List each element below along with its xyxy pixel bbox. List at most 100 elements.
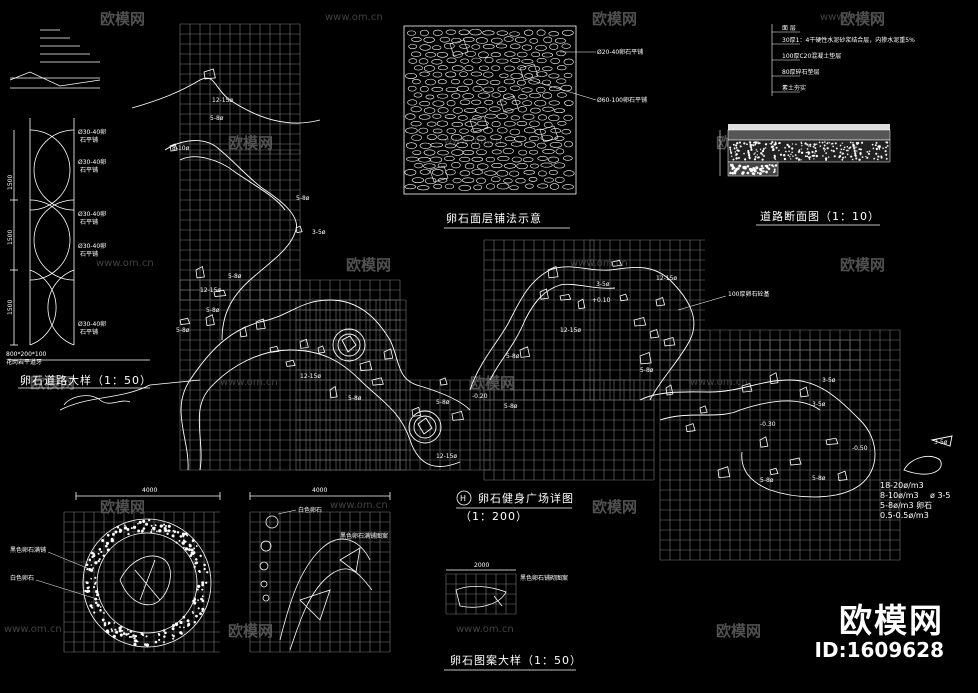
watermark-brand: 欧模网 xyxy=(228,134,273,152)
pebble-size-label: 5-8ø xyxy=(210,115,224,122)
plaza-circle-features xyxy=(332,328,442,444)
watermark-brand: 欧模网 xyxy=(592,10,637,28)
pebble-size-label: 3-5ø xyxy=(934,439,948,446)
dim-2000: 2000 xyxy=(474,562,489,569)
pebble-size-label: 5-8ø xyxy=(760,477,774,484)
path-label: Ø30-40卵 xyxy=(78,242,106,250)
pebble-size-label: 5-8ø xyxy=(436,399,450,406)
pattern-label: 黑色卵石铺砌图案 xyxy=(520,574,568,582)
watermark-url: www.om.cn xyxy=(820,12,878,23)
watermark-url: www.om.cn xyxy=(330,500,388,511)
watermark-url: www.om.cn xyxy=(96,258,154,269)
pattern-detail-small xyxy=(446,569,516,608)
pebble-size-label: 5-8ø xyxy=(176,327,190,334)
watermark-brand: 欧模网 xyxy=(30,374,75,392)
legend-line: 18-20ø/m3 xyxy=(880,481,924,490)
dim-1500-top: 1500 xyxy=(7,175,14,190)
pebble-size-label: 8-10ø xyxy=(172,145,190,152)
pebble-size-label: 5-8ø xyxy=(206,307,220,314)
elevation-label: -0.30 xyxy=(760,421,776,428)
watermark-brand: 欧模网 xyxy=(228,622,273,640)
pebble-size-label: 3-5ø xyxy=(312,229,326,236)
elevation-label: -0.50 xyxy=(852,445,868,452)
pattern-detail-left-labels: 4000 黑色卵石满铺 白色卵石 xyxy=(10,487,157,601)
watermark-url: www.om.cn xyxy=(220,377,278,388)
path-label: Ø30-40卵 xyxy=(78,210,106,218)
path-label: Ø30-40卵 xyxy=(78,128,106,136)
pebble-size-label: 5-8ø xyxy=(506,353,520,360)
watermark-brand: 欧模网 xyxy=(100,10,145,28)
road-layer-label: 面 层 xyxy=(782,25,796,32)
legend-line: 5-8ø/m3 卵石 xyxy=(880,500,932,510)
pebble-size-label: 12-15ø xyxy=(436,453,457,460)
dim-4000-right: 4000 xyxy=(312,487,327,494)
pattern-detail-right-labels: 4000 白色卵石 黑色卵石满铺图案 xyxy=(277,487,388,540)
pebble-path-labels: 1500 1500 1500 Ø30-40卵 石平铺 Ø30-40卵 石平铺 Ø… xyxy=(6,128,152,389)
watermark-url: www.om.cn xyxy=(570,258,628,269)
pebble-size-label: 12-15ø xyxy=(656,275,677,282)
plaza-title-marker: H xyxy=(460,494,466,503)
watermark-url: www.om.cn xyxy=(325,12,383,23)
paving-method-diagram: Ø20-40卵石平铺 Ø60-100卵石平铺 卵石面层铺法示意 xyxy=(403,25,647,229)
watermark-brand: 欧模网 xyxy=(346,256,391,274)
dim-1500-mid: 1500 xyxy=(7,230,14,245)
watermark-brand: 欧模网 xyxy=(100,498,145,516)
legend-line: 8-10ø/m3 xyxy=(880,491,919,500)
watermark-brand: 欧模网 xyxy=(470,374,515,392)
watermark-logo-text: 欧模网 xyxy=(839,601,944,640)
road-layer-label: 80厚碎石垫层 xyxy=(782,68,820,76)
pattern-ring-dots xyxy=(84,519,209,647)
dim-800: 800*200*100 xyxy=(6,351,47,358)
plaza-grid xyxy=(63,23,901,653)
road-section-diagram: 面 层 30厚1：4干硬性水泥砂浆结合层，内掺水泥重5% 100厚C20混凝土垫… xyxy=(719,24,915,226)
watermark-url: www.om.cn xyxy=(690,377,748,388)
pebble-size-label: 5-8ø xyxy=(640,367,654,374)
watermark-brand: 欧模网 xyxy=(592,498,637,516)
pattern-label: 白色卵石 xyxy=(10,574,34,582)
pattern-label: 白色卵石 xyxy=(298,506,322,514)
curb-label: 花岗岩平道牙 xyxy=(6,358,42,366)
plaza-stones xyxy=(169,68,848,482)
pebble-size-label: 12-15ø xyxy=(560,327,581,334)
road-section-title: 道路断面图（1：10） xyxy=(760,209,880,223)
watermark-brand: 欧模网 xyxy=(840,256,885,274)
path-label: 石平铺 xyxy=(80,136,98,144)
elevation-label: +0.10 xyxy=(592,297,611,304)
pattern-title: 卵石图案大样（1：50） xyxy=(450,653,582,667)
road-layer-label: 100厚C20混凝土垫层 xyxy=(782,52,841,60)
road-layer-label: 素土夯实 xyxy=(782,84,806,92)
pattern-label: 黑色卵石满铺 xyxy=(10,546,46,554)
pebble-size-label: 5-8ø xyxy=(296,195,310,202)
pebble-size-label: 5-8ø xyxy=(504,403,518,410)
paving-method-title: 卵石面层铺法示意 xyxy=(446,211,542,225)
legend-line: ø 3-5 xyxy=(930,491,951,500)
pebble-size-label: 12-15ø xyxy=(200,287,221,294)
watermark-layer: 欧模网 欧模网 欧模网 www.om.cn www.om.cn 欧模网 欧模网 … xyxy=(4,10,885,640)
watermark-url: www.om.cn xyxy=(456,624,514,635)
pebble-size-label: 3-5ø xyxy=(812,401,826,408)
path-detail-title: 卵石道路大样（1：50） xyxy=(20,373,152,387)
pattern-detail-right xyxy=(249,492,391,651)
pebble-large-label: Ø60-100卵石平铺 xyxy=(597,96,647,104)
watermark-url: www.om.cn xyxy=(4,624,62,635)
pattern-label: 黑色卵石满铺图案 xyxy=(340,532,388,540)
pebble-size-label: 5-8ø xyxy=(348,395,362,402)
plaza-title: 卵石健身广场详图 xyxy=(478,491,574,505)
pebble-size-label: 5-8ø xyxy=(812,475,826,482)
pebble-size-label: 3-5ø xyxy=(596,281,610,288)
path-label: 石平铺 xyxy=(80,250,98,258)
pattern-detail-left xyxy=(75,492,221,648)
watermark-url: www.om.cn xyxy=(444,136,502,147)
plaza-labels: 12-15ø 5-8ø 8-10ø 5-8ø 3-5ø 5-8ø 12-15ø … xyxy=(172,97,951,520)
pebble-small-label: Ø20-40卵石平铺 xyxy=(597,48,643,56)
pebble-path-detail xyxy=(8,118,201,411)
pebble-size-label: 3-5ø xyxy=(822,377,836,384)
dim-4000-left: 4000 xyxy=(142,487,157,494)
foundation-note: 100厚卵石砼基 xyxy=(728,290,769,298)
path-label: 石平铺 xyxy=(80,328,98,336)
path-label: Ø30-40卵 xyxy=(78,158,106,166)
plaza-title-block: H 卵石健身广场详图 （1：200） xyxy=(456,490,574,523)
watermark-brand: 欧模网 xyxy=(840,10,885,28)
elevation-label: -0.20 xyxy=(472,393,488,400)
